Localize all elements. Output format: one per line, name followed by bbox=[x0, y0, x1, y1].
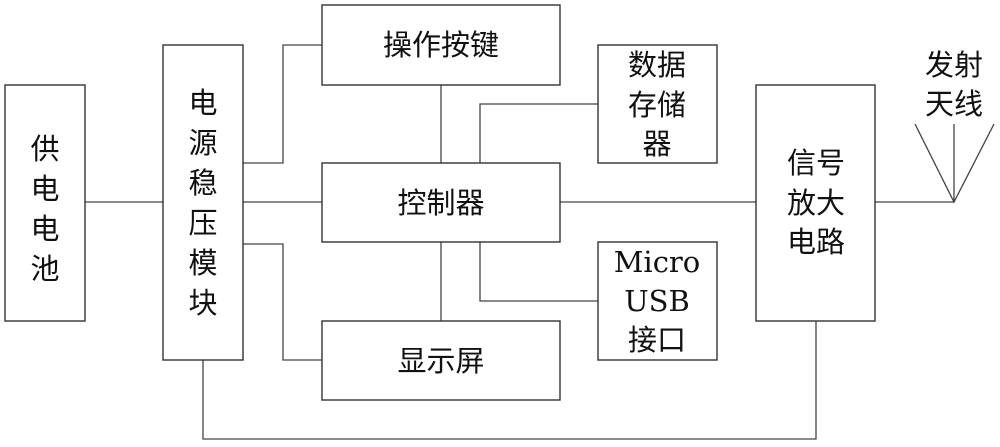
svg-text:块: 块 bbox=[188, 286, 217, 320]
svg-text:器: 器 bbox=[642, 127, 671, 161]
svg-text:显示屏: 显示屏 bbox=[397, 344, 484, 378]
power-keys-line bbox=[243, 44, 322, 164]
svg-text:电路: 电路 bbox=[787, 225, 845, 259]
svg-text:控制器: 控制器 bbox=[397, 186, 484, 220]
usb-block: Micro USB 接口 bbox=[597, 241, 718, 361]
svg-text:压: 压 bbox=[188, 206, 217, 240]
svg-text:天线: 天线 bbox=[925, 87, 983, 121]
svg-text:操作按键: 操作按键 bbox=[383, 28, 499, 62]
connections bbox=[85, 44, 995, 440]
antenna-icon bbox=[914, 123, 995, 204]
amplifier-block: 信号 放大 电路 bbox=[755, 84, 876, 322]
svg-text:稳: 稳 bbox=[188, 166, 217, 200]
controller-block: 控制器 bbox=[321, 162, 561, 243]
svg-text:供: 供 bbox=[30, 132, 59, 166]
storage-block: 数据 存储 器 bbox=[597, 44, 718, 164]
power-amplifier-line bbox=[202, 321, 817, 440]
svg-text:接口: 接口 bbox=[628, 323, 686, 357]
svg-text:电: 电 bbox=[30, 212, 59, 246]
keys-block: 操作按键 bbox=[321, 4, 561, 86]
power-display-line bbox=[243, 243, 322, 361]
svg-text:发射: 发射 bbox=[925, 48, 983, 82]
svg-text:USB: USB bbox=[624, 284, 690, 318]
controller-storage-line bbox=[479, 103, 598, 163]
battery-block: 供 电 电 池 bbox=[4, 84, 86, 322]
svg-text:模: 模 bbox=[188, 246, 217, 280]
svg-text:放大: 放大 bbox=[787, 186, 845, 220]
antenna-label: 发射 天线 bbox=[925, 48, 983, 121]
controller-usb-line bbox=[479, 242, 598, 302]
svg-text:存储: 存储 bbox=[628, 88, 686, 122]
svg-text:信号: 信号 bbox=[787, 146, 845, 180]
svg-text:电: 电 bbox=[188, 86, 217, 120]
svg-text:源: 源 bbox=[188, 126, 217, 160]
svg-text:电: 电 bbox=[30, 172, 59, 206]
display-block: 显示屏 bbox=[321, 320, 561, 401]
svg-text:数据: 数据 bbox=[628, 48, 686, 82]
svg-text:池: 池 bbox=[30, 252, 59, 286]
svg-text:Micro: Micro bbox=[614, 245, 701, 279]
power-module-block: 电 源 稳 压 模 块 bbox=[162, 44, 244, 361]
